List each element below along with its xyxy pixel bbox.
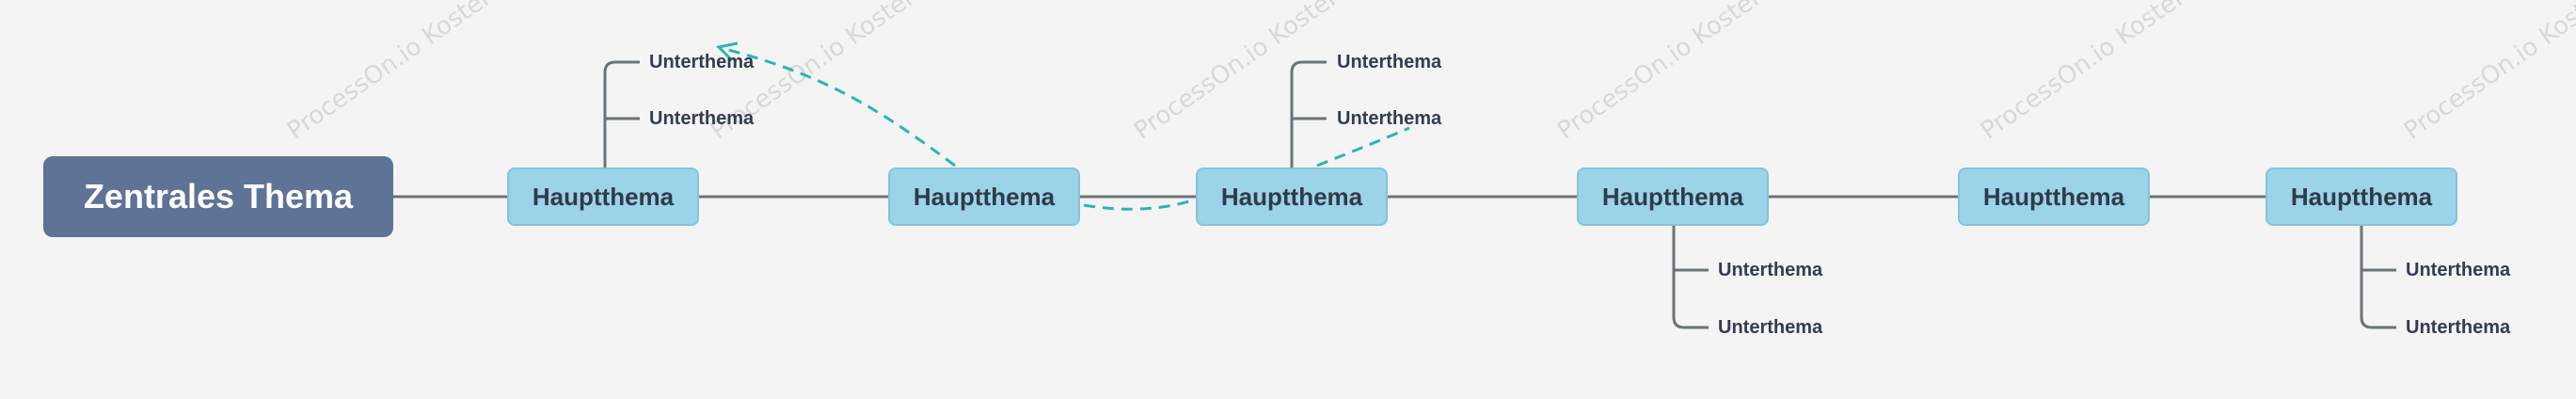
subtopic-branch [2360, 226, 2396, 329]
subtopic-node[interactable]: Unterthema [2406, 260, 2511, 280]
dashed-relation-link [1083, 198, 1196, 211]
subtopic-node[interactable]: Unterthema [649, 52, 755, 72]
dashed-relation-link [1316, 126, 1410, 168]
main-topic-node[interactable]: Hauptthema [507, 168, 699, 226]
subtopic-node[interactable]: Unterthema [1718, 260, 1823, 280]
subtopic-branch [1290, 60, 1327, 168]
subtopic-node[interactable]: Unterthema [1718, 317, 1823, 338]
main-topic-node[interactable]: Hauptthema [888, 168, 1080, 226]
arrow-head-icon [715, 41, 739, 62]
central-topic-node[interactable]: Zentrales Thema [43, 156, 393, 237]
main-topic-node[interactable]: Hauptthema [1577, 168, 1769, 226]
subtopic-branch [603, 60, 640, 168]
subtopic-node[interactable]: Unterthema [1337, 108, 1442, 129]
main-topic-node[interactable]: Hauptthema [1958, 168, 2150, 226]
main-topic-node[interactable]: Hauptthema [1196, 168, 1388, 226]
subtopic-node[interactable]: Unterthema [2406, 317, 2511, 338]
subtopic-branch [1672, 226, 1709, 329]
dashed-relation-link [724, 47, 956, 168]
subtopic-node[interactable]: Unterthema [649, 108, 755, 129]
subtopic-node[interactable]: Unterthema [1337, 52, 1442, 72]
main-topic-node[interactable]: Hauptthema [2266, 168, 2457, 226]
